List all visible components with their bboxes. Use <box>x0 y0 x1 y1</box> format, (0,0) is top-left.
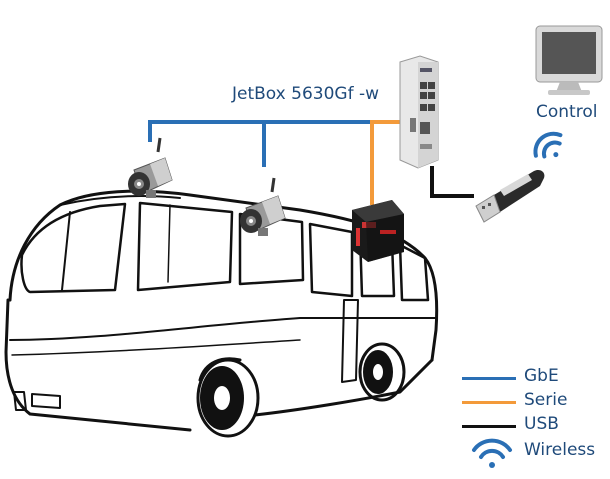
jetbox-device-icon <box>399 55 439 169</box>
usb-stick-icon <box>475 169 545 223</box>
legend-usb-label: USB <box>524 414 559 434</box>
monitor-icon <box>535 25 603 95</box>
legend-gbe-line <box>462 377 516 380</box>
legend-serie-line <box>462 401 516 404</box>
legend-item-usb: USB <box>458 414 608 438</box>
legend-item-wireless: Wireless <box>458 440 608 464</box>
legend-wireless-label: Wireless <box>524 440 596 460</box>
device-title-label: JetBox 5630Gf -w <box>232 84 380 104</box>
legend-item-serie: Serie <box>458 390 608 414</box>
legend-wireless-icon <box>472 438 512 468</box>
legend-serie-label: Serie <box>524 390 568 410</box>
usb-connection <box>430 166 474 198</box>
camera-icon <box>128 137 173 198</box>
legend-item-gbe: GbE <box>458 366 608 390</box>
wireless-icon <box>533 131 563 159</box>
gbe-connection <box>148 120 402 167</box>
control-label: Control <box>536 102 598 122</box>
serial-module-icon <box>352 200 404 262</box>
legend-gbe-label: GbE <box>524 366 559 386</box>
legend-usb-line <box>462 425 516 428</box>
camera-icon <box>240 177 286 236</box>
bus-icon <box>4 189 439 438</box>
serial-connection <box>370 120 402 205</box>
